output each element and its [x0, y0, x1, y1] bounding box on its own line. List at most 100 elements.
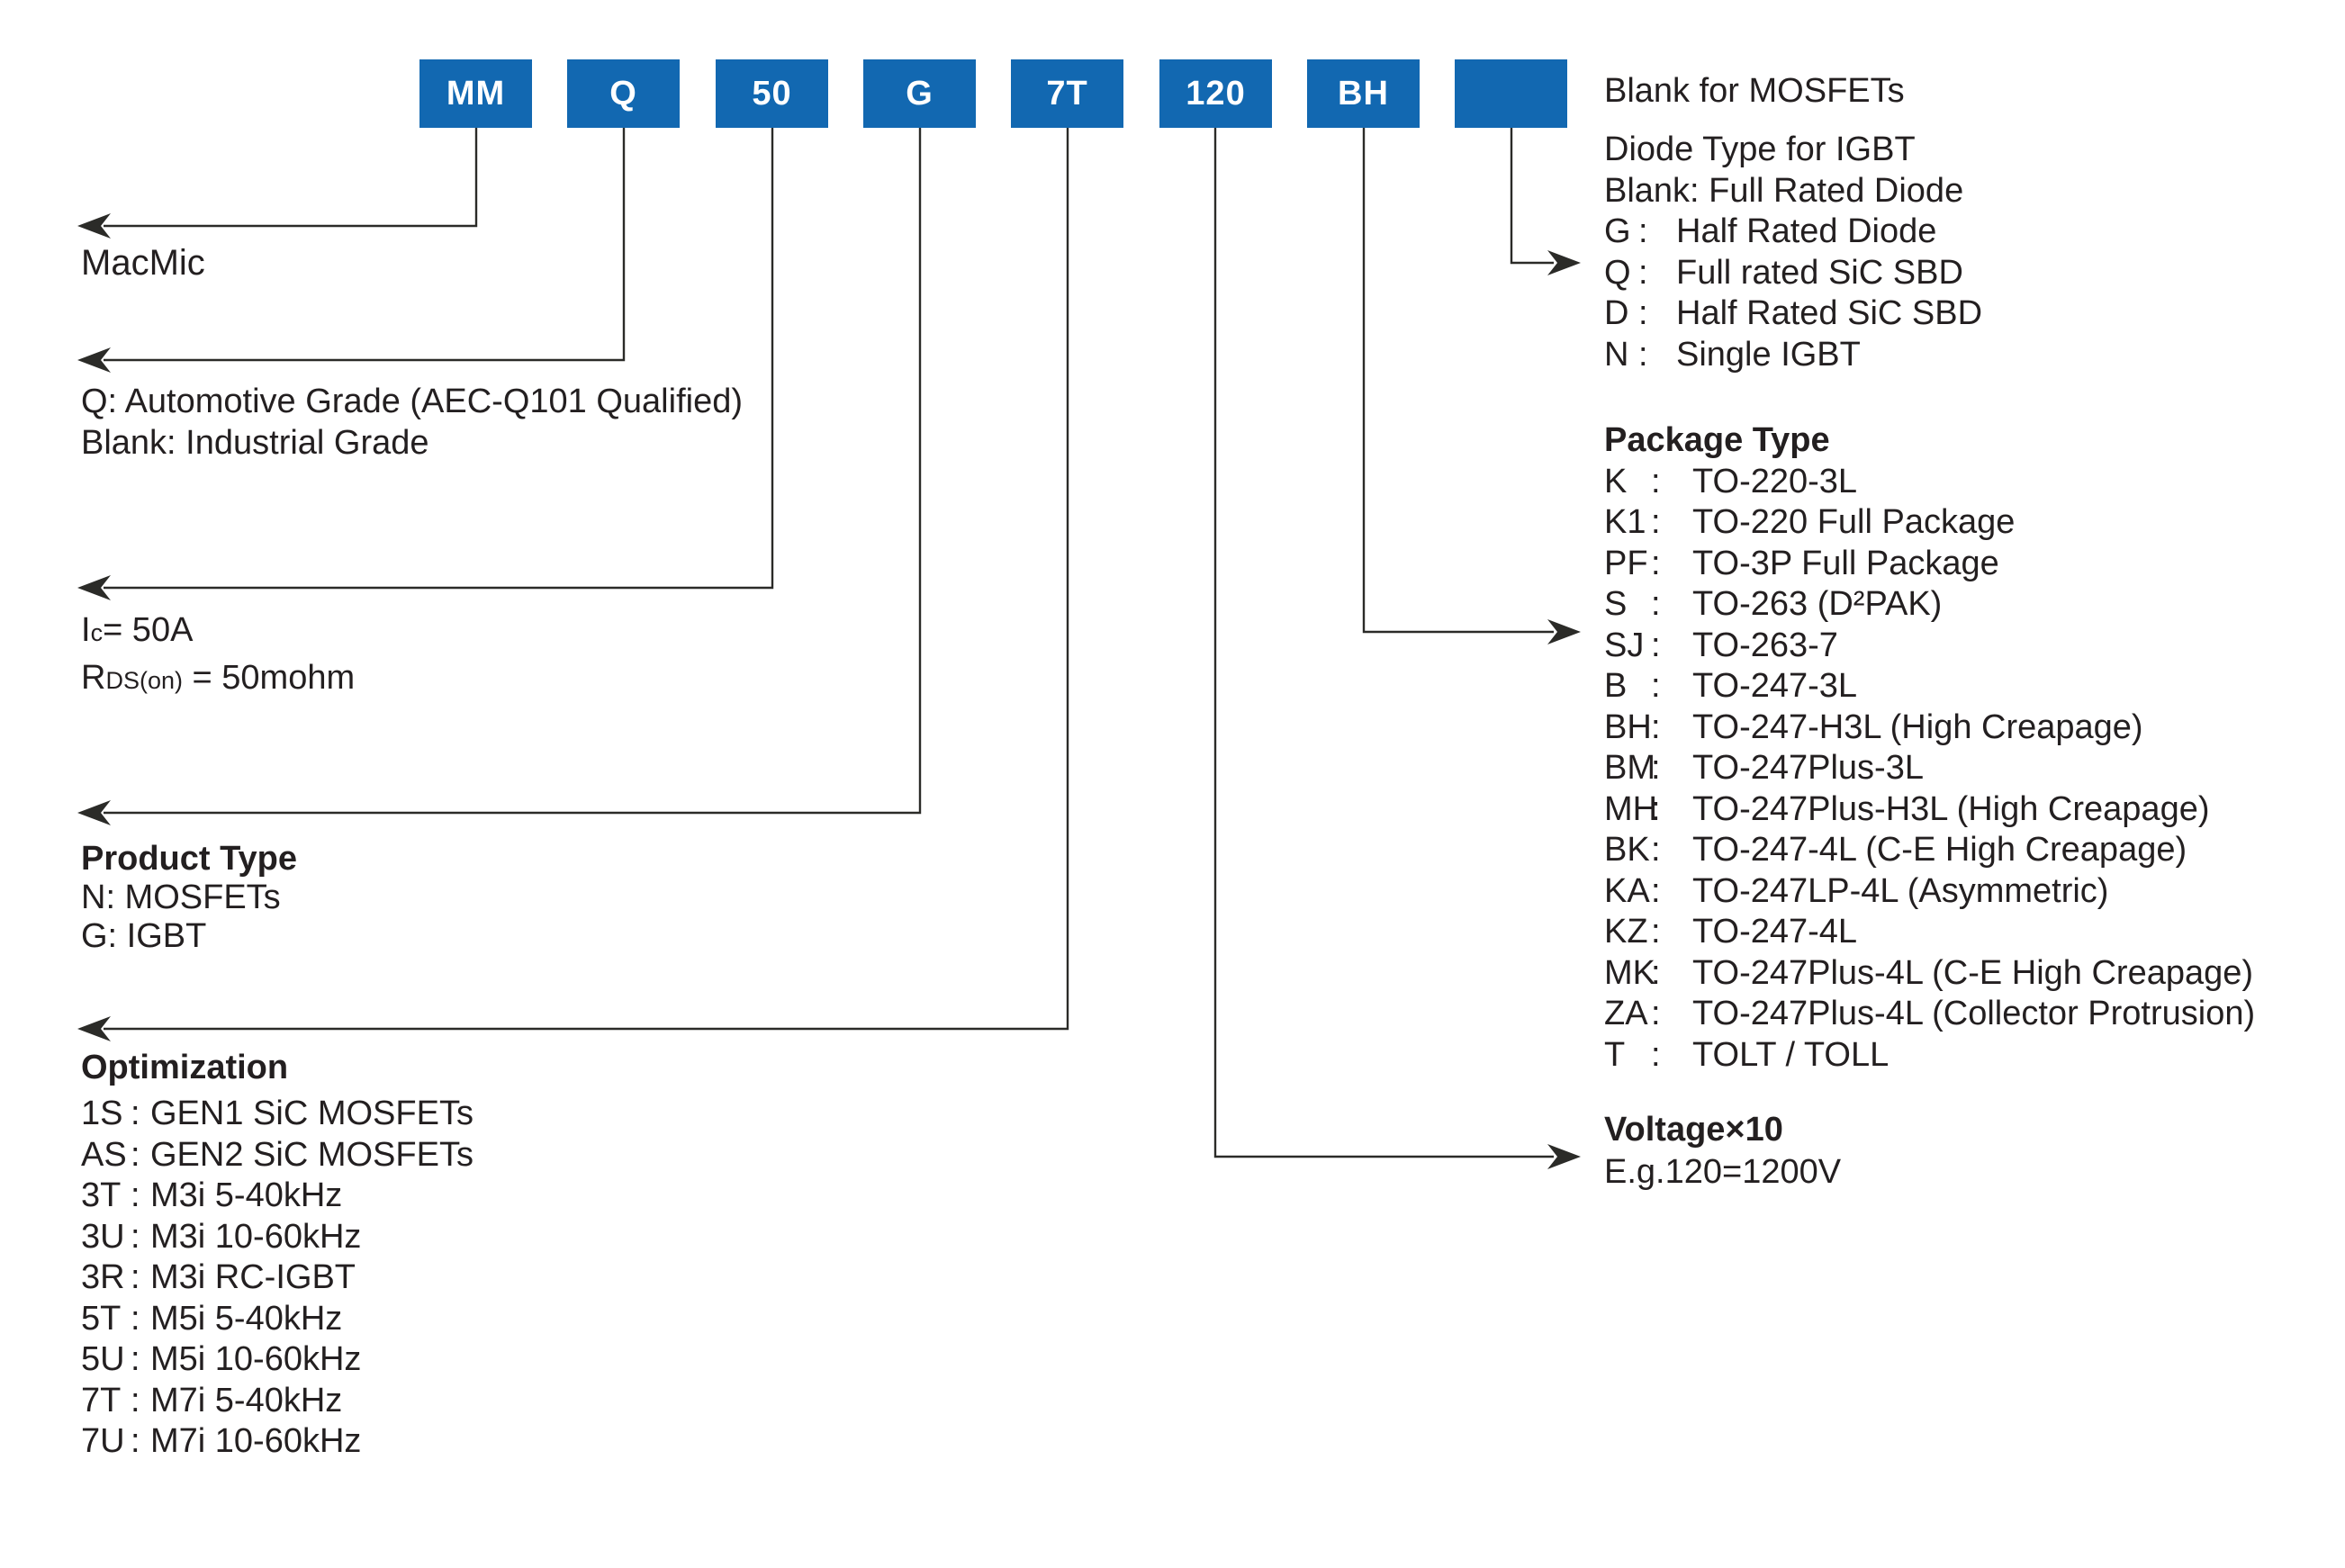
optimization-item-value: M5i 5-40kHz — [150, 1299, 343, 1338]
package-type-item-value: TO-247Plus-4L (C-E High Creapage) — [1692, 953, 2254, 992]
package-type-item-row: SJ:TO-263-7 — [1604, 626, 2255, 667]
optimization-item-key: 3R — [81, 1258, 125, 1296]
arrowhead-left-product — [77, 800, 111, 825]
optimization-item-value: M7i 10-60kHz — [150, 1422, 362, 1460]
diode-type-item-colon: : — [1638, 335, 1648, 374]
package-type-item-key: MK — [1604, 953, 1655, 992]
diode-type-item-key: N — [1604, 335, 1629, 374]
package-type-item-row: T:TOLT / TOLL — [1604, 1035, 2255, 1077]
part-code-box-50: 50 — [716, 59, 828, 128]
package-type-item-colon: : — [1651, 749, 1661, 787]
diode-type-item-row: G:Half Rated Diode — [1604, 212, 1982, 253]
optimization-item-value: M7i 5-40kHz — [150, 1381, 343, 1419]
package-type-item-colon: : — [1651, 913, 1661, 951]
package-type-item-row: KA:TO-247LP-4L (Asymmetric) — [1604, 871, 2255, 913]
optimization-item-colon: : — [131, 1095, 140, 1132]
package-type-item-row: S: TO-263 (D²PAK) — [1604, 584, 2255, 626]
package-type-item-key: KZ — [1604, 913, 1648, 951]
rds-on-line: RDS(on) = 50mohm — [81, 655, 355, 703]
package-type-item-colon: : — [1651, 789, 1661, 828]
package-type-item-colon: : — [1651, 667, 1661, 705]
part-code-box-7t: 7T — [1011, 59, 1123, 128]
package-type-item-key: BK — [1604, 831, 1650, 869]
product-type-igbt: G: IGBT — [81, 917, 207, 955]
diode-type-item-key: D — [1604, 294, 1629, 332]
optimization-item-row: 7T:M7i 5-40kHz — [81, 1381, 474, 1422]
package-type-item-key: K — [1604, 462, 1628, 500]
optimization-item-colon: : — [131, 1217, 140, 1256]
connector-rating — [104, 128, 774, 590]
package-type-item-value: TO-220 Full Package — [1692, 503, 2016, 541]
package-type-item-colon: : — [1651, 995, 1661, 1032]
package-type-item-value: TO-247LP-4L (Asymmetric) — [1692, 871, 2109, 910]
arrowhead-left-optimization — [77, 1016, 111, 1041]
package-type-item-value: TO-220-3L — [1692, 462, 1858, 500]
resistance-value: = 50mohm — [182, 659, 356, 697]
optimization-item-colon: : — [131, 1258, 140, 1296]
grade-section: Q: Automotive Grade (AEC-Q101 Qualified)… — [81, 382, 743, 464]
diode-type-item-row: N:Single IGBT — [1604, 335, 1982, 376]
optimization-item-colon: : — [131, 1299, 140, 1338]
diode-type-item-value: Full rated SiC SBD — [1676, 253, 1963, 292]
package-type-item-key: B — [1604, 667, 1628, 705]
part-code-box-label: G — [906, 74, 933, 113]
package-type-item-row: BK:TO-247-4L (C-E High Creapage) — [1604, 830, 2255, 871]
package-type-item-key: BM — [1604, 749, 1655, 787]
package-type-item-row: PF:TO-3P Full Package — [1604, 544, 2255, 585]
package-type-item-value: TO-247-4L — [1692, 913, 1858, 951]
part-code-box-label: 50 — [752, 74, 792, 113]
package-type-item-row: K1:TO-220 Full Package — [1604, 502, 2255, 544]
diode-type-section: Diode Type for IGBT Blank: Full Rated Di… — [1604, 130, 1982, 375]
collector-current-line: Ic= 50A — [81, 608, 355, 655]
package-type-item-value: TOLT / TOLL — [1692, 1035, 1890, 1074]
package-type-item-colon: : — [1651, 503, 1661, 541]
arrowhead-right-voltage — [1547, 1144, 1581, 1169]
connector-grade — [104, 128, 626, 362]
optimization-item-key: 3U — [81, 1217, 125, 1256]
package-type-item-row: KZ: TO-247-4L — [1604, 912, 2255, 953]
optimization-item-row: 3T:M3i 5-40kHz — [81, 1176, 474, 1217]
optimization-item-key: 7T — [81, 1381, 122, 1419]
product-type-mosfet: N: MOSFETs — [81, 879, 281, 916]
package-type-item-value: TO-263 (D²PAK) — [1692, 585, 1943, 623]
manufacturer-label: MacMic — [81, 243, 205, 283]
grade-line-industrial: Blank: Industrial Grade — [81, 423, 429, 462]
package-type-item-colon: : — [1651, 544, 1661, 582]
package-type-item-colon: : — [1651, 626, 1661, 664]
diode-type-item-row: D: Half Rated SiC SBD — [1604, 293, 1982, 335]
optimization-item-key: 5T — [81, 1299, 122, 1338]
product-type-section: Product Type N: MOSFETs G: IGBT — [81, 840, 297, 956]
part-code-box-label: 7T — [1046, 74, 1088, 113]
optimization-item-key: 5U — [81, 1340, 125, 1378]
rating-section: Ic= 50A RDS(on) = 50mohm — [81, 608, 355, 703]
optimization-item-key: AS — [81, 1135, 127, 1174]
package-type-item-colon: : — [1651, 585, 1661, 623]
optimization-item-colon: : — [131, 1422, 140, 1460]
connector-package-type — [1362, 128, 1554, 634]
diode-type-item-key: Q — [1604, 253, 1631, 292]
optimization-item-row: AS:GEN2 SiC MOSFETs — [81, 1135, 474, 1176]
current-symbol: I — [81, 611, 91, 649]
package-type-item-colon: : — [1651, 953, 1661, 992]
package-type-item-key: MH — [1604, 789, 1658, 828]
package-type-item-colon: : — [1651, 707, 1661, 746]
connector-voltage — [1213, 128, 1554, 1158]
optimization-item-value: M5i 10-60kHz — [150, 1340, 362, 1378]
package-type-item-value: TO-263-7 — [1692, 626, 1838, 664]
package-type-item-key: S — [1604, 585, 1628, 623]
package-type-item-value: TO-247-H3L (High Creapage) — [1692, 707, 2143, 746]
package-type-item-value: TO-247Plus-4L (Collector Protrusion) — [1692, 995, 2256, 1032]
optimization-item-key: 1S — [81, 1095, 123, 1132]
optimization-item-colon: : — [131, 1135, 140, 1174]
diode-type-item-colon: : — [1638, 294, 1648, 332]
optimization-item-value: M3i 10-60kHz — [150, 1217, 362, 1256]
optimization-item-row: 5T: M5i 5-40kHz — [81, 1299, 474, 1340]
arrowhead-left-manufacturer — [77, 213, 111, 239]
optimization-item-row: 3R:M3i RC-IGBT — [81, 1257, 474, 1299]
connector-product-type — [104, 128, 922, 815]
diode-type-item-value: Half Rated SiC SBD — [1676, 294, 1983, 332]
